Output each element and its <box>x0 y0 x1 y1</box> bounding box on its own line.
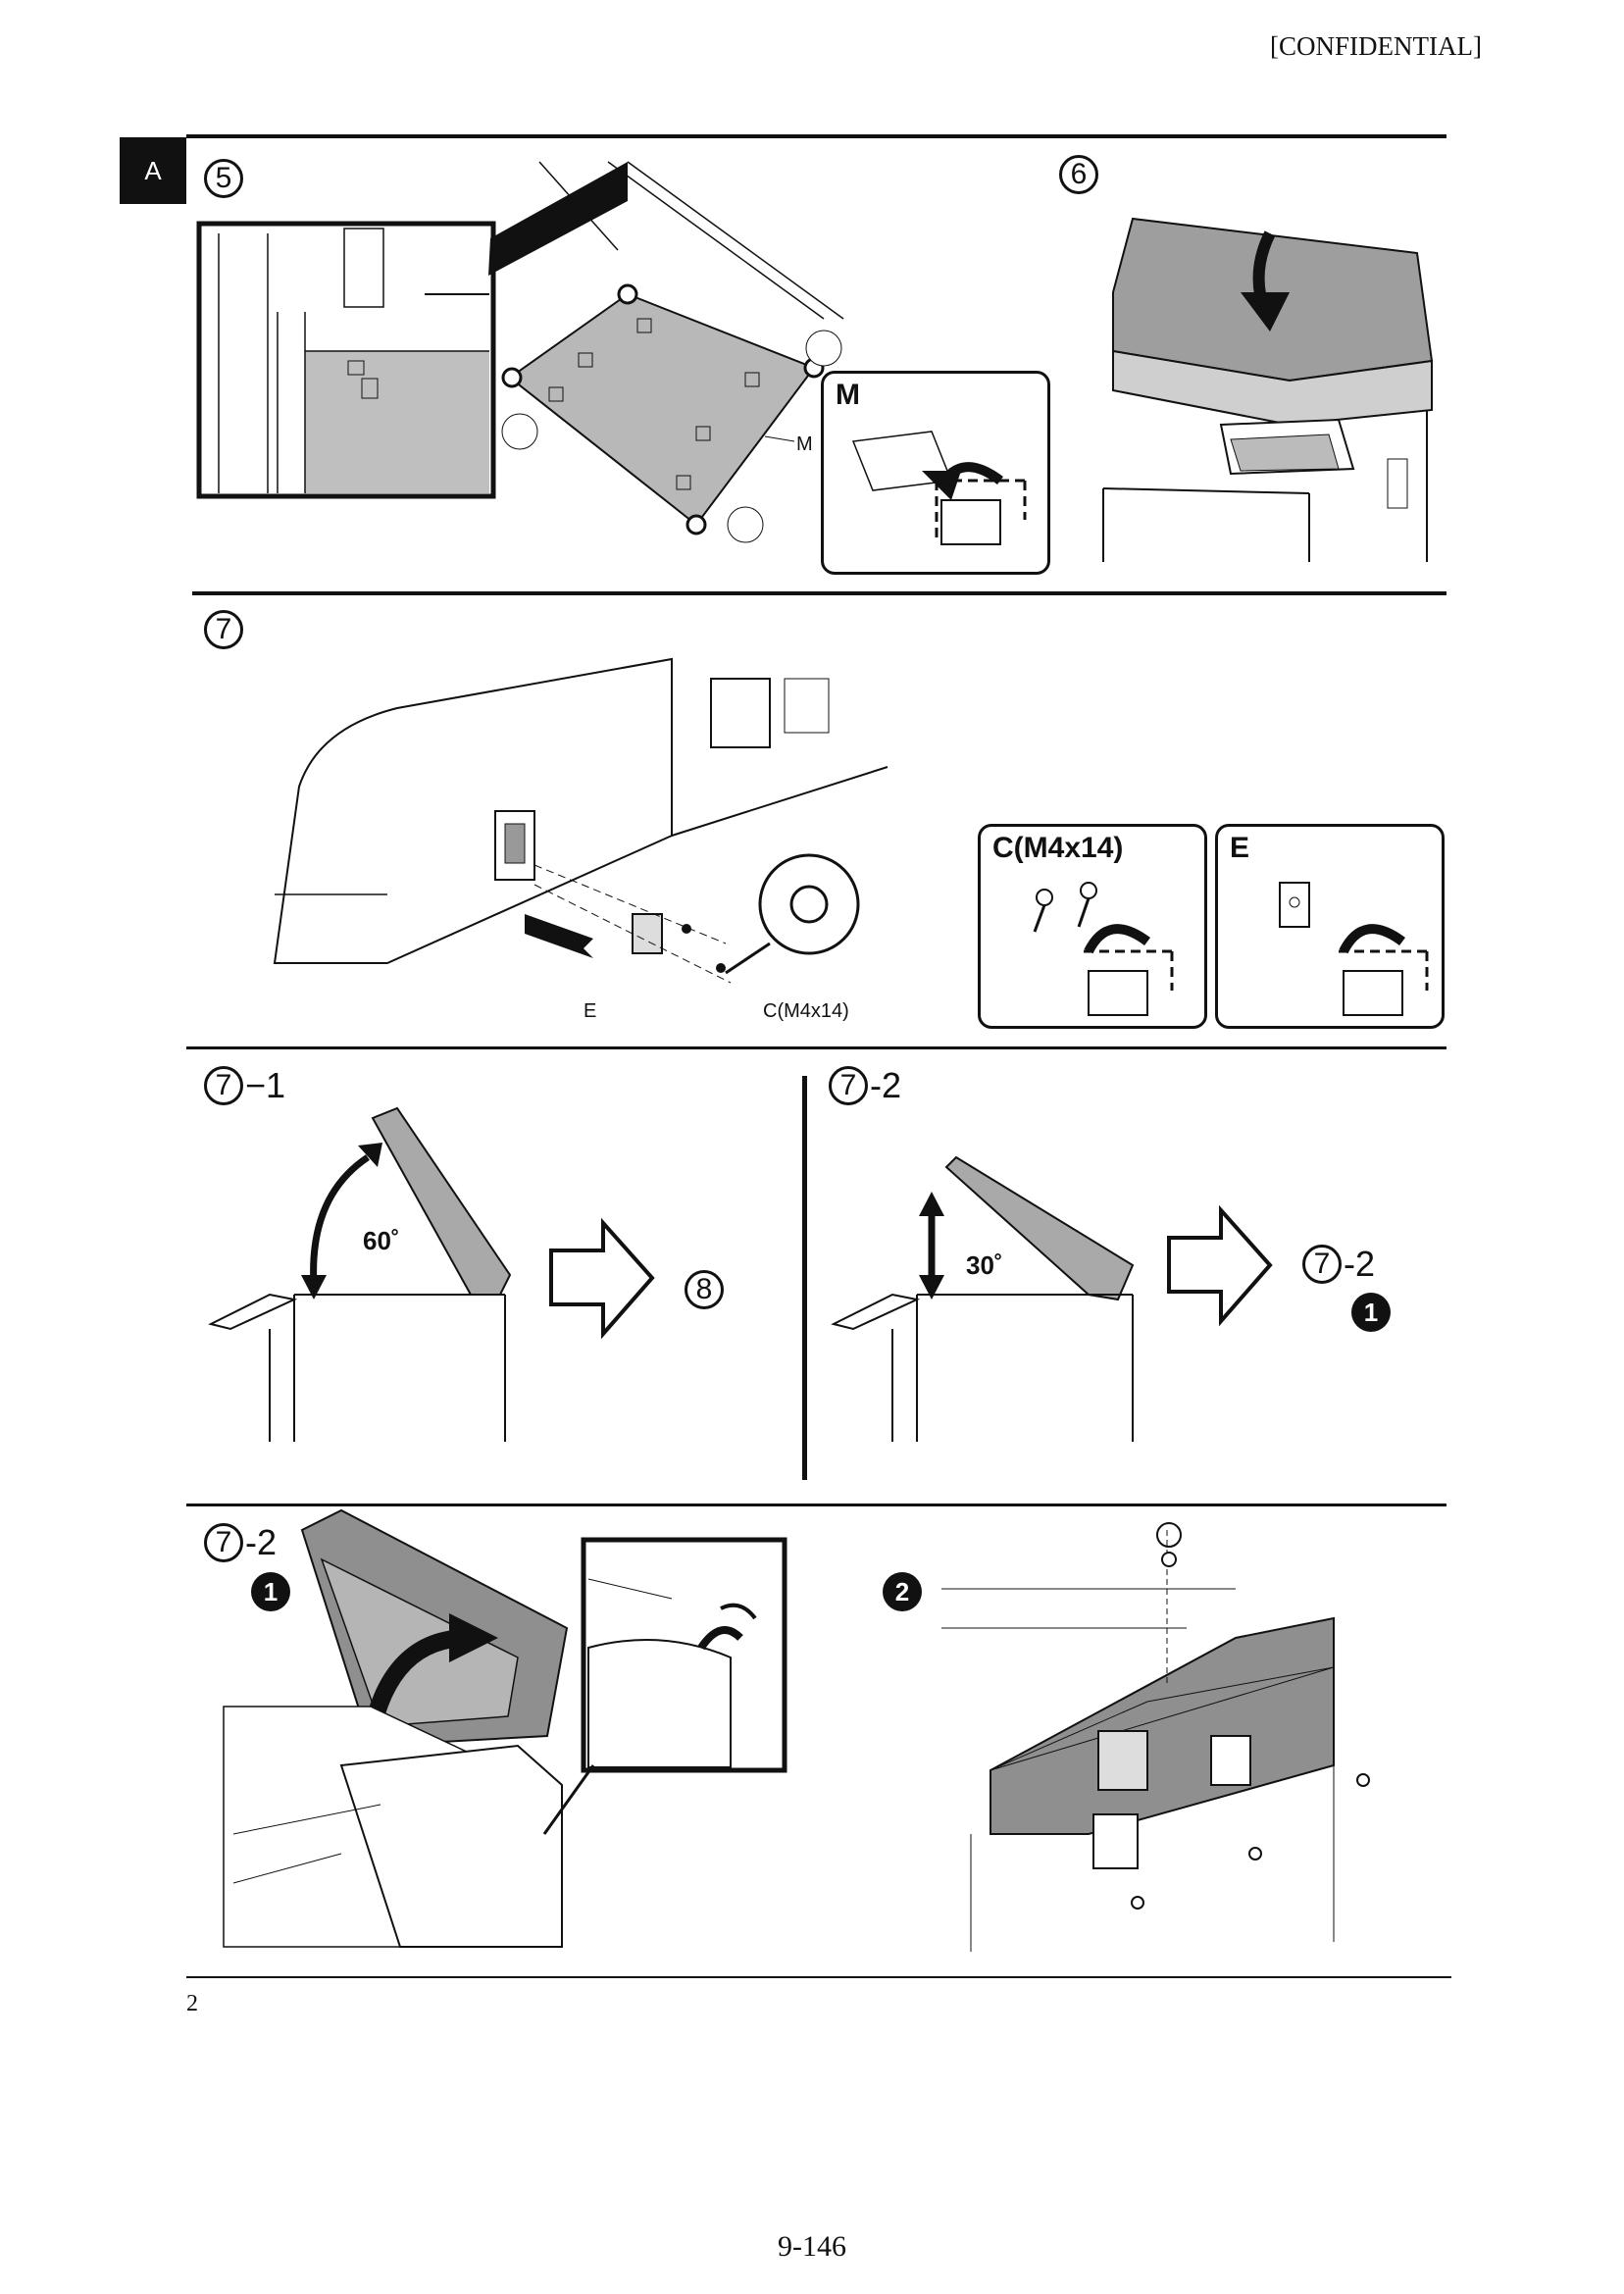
step-7-2-detail-heading: 7 -2 <box>204 1522 277 1563</box>
step7-2-angle30-illustration <box>831 1155 1135 1442</box>
step7-1-angle60-illustration <box>208 1106 512 1442</box>
part-c-label: C(M4x14) <box>992 832 1124 864</box>
m-callout-label: M <box>796 433 813 455</box>
page-number: 9-146 <box>778 2230 846 2263</box>
step5-platen-illustration <box>488 161 844 543</box>
part-m-label: M <box>836 379 860 411</box>
step-5-number: 5 <box>204 159 243 198</box>
step-7-2-detail-number: 7 <box>204 1523 243 1562</box>
part-c-box <box>978 824 1207 1029</box>
c-callout-label: C(M4x14) <box>763 1000 849 1022</box>
step-8-reference: 8 <box>685 1270 724 1309</box>
step5-zoom-inset <box>196 221 496 499</box>
step6-adf-illustration <box>1102 217 1434 562</box>
divider-step7 <box>192 591 1446 595</box>
step7-2-cover-screws-illustration <box>941 1522 1370 1952</box>
step-6-number: 6 <box>1059 155 1098 194</box>
zoom-pointer-line <box>542 1764 595 1835</box>
step-7-number: 7 <box>204 610 243 649</box>
step7-2-open-cover-illustration <box>223 1508 569 1948</box>
part-m-illustration <box>851 431 1027 545</box>
section-tab: A <box>120 137 186 204</box>
angle-60-label: 60˚ <box>363 1226 400 1255</box>
step-7-2-suffix: -2 <box>870 1065 902 1105</box>
divider-step7-sub <box>186 1046 1446 1049</box>
part-e-label: E <box>1230 832 1250 864</box>
step-7-2-ref-suffix: -2 <box>1344 1244 1376 1284</box>
part-e-illustration <box>1279 882 1429 1016</box>
step-7-1-heading: 7 −1 <box>204 1065 285 1106</box>
substep-1-reference: 1 <box>1351 1293 1391 1332</box>
step-7-1-number: 7 <box>204 1066 243 1105</box>
step7-bracket-illustration <box>273 657 888 984</box>
divider-step7-2 <box>186 1504 1446 1506</box>
step-7-1-suffix: −1 <box>245 1065 286 1105</box>
divider-vertical <box>802 1076 807 1480</box>
step-7-2-reference: 7 -2 <box>1302 1244 1375 1285</box>
confidential-label: [CONFIDENTIAL] <box>1270 31 1482 61</box>
step7-2-zoom-inset <box>581 1537 787 1773</box>
footer-left-number: 2 <box>186 1991 198 2016</box>
divider-bottom <box>186 1976 1451 1978</box>
step-7-2-heading: 7 -2 <box>829 1065 901 1106</box>
part-m-box <box>821 371 1050 575</box>
e-callout-label: E <box>584 1000 597 1022</box>
part-c-illustration <box>1033 882 1174 1016</box>
part-e-box <box>1215 824 1445 1029</box>
arrow-right-icon-1 <box>549 1217 655 1340</box>
divider-top <box>186 134 1446 138</box>
substep-1-marker: 1 <box>251 1572 290 1611</box>
step-7-2-ref-number: 7 <box>1302 1245 1342 1284</box>
angle-30-label: 30˚ <box>966 1250 1003 1280</box>
step-7-2-number: 7 <box>829 1066 868 1105</box>
substep-2-marker: 2 <box>883 1572 922 1611</box>
step-7-2-detail-suffix: -2 <box>245 1522 278 1562</box>
arrow-right-icon-2 <box>1167 1204 1273 1327</box>
